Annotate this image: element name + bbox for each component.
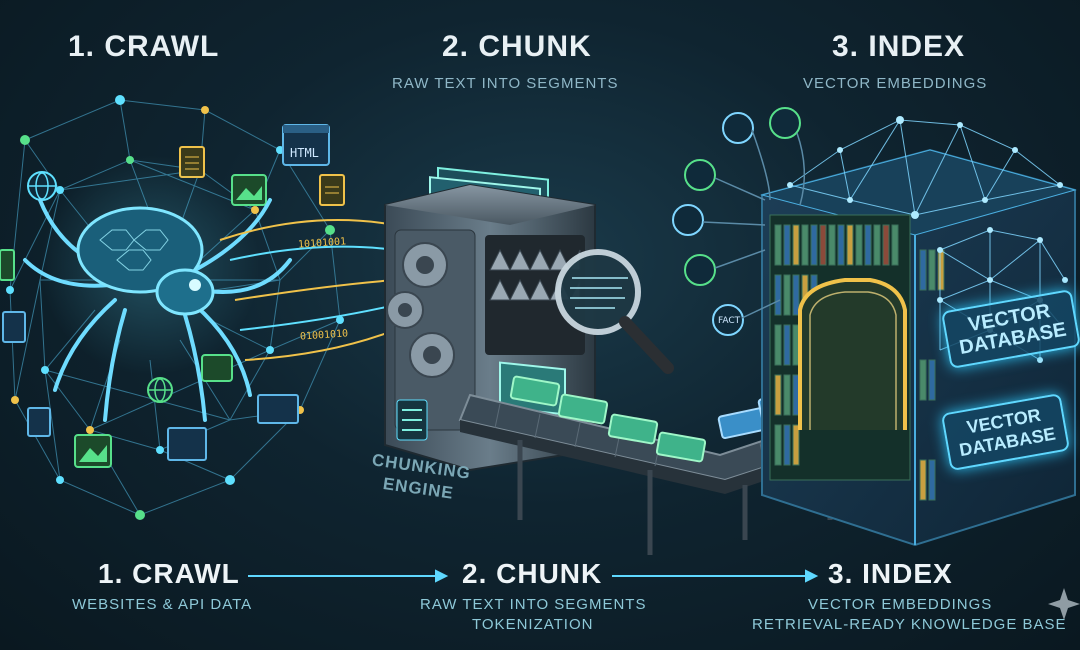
vector-database-cube	[760, 116, 1077, 547]
index-input-icons	[672, 107, 806, 336]
network-nodes	[6, 95, 344, 520]
mesh-nodes	[787, 116, 1068, 363]
bottom-crawl-title: 1. CRAWL	[98, 558, 240, 589]
bottom-chunk-subtitle-1: RAW TEXT INTO SEGMENTS	[420, 596, 647, 613]
crawl-title: 1. CRAWL	[68, 30, 220, 63]
bottom-chunk-title: 2. CHUNK	[462, 558, 603, 589]
data-stream-lines	[219, 219, 396, 361]
bottom-index-subtitle-2: RETRIEVAL-READY KNOWLEDGE BASE	[752, 616, 1067, 633]
chunk-subtitle: RAW TEXT INTO SEGMENTS	[392, 75, 619, 92]
sparkle-icon	[1048, 588, 1080, 620]
magnifier-icon	[555, 249, 674, 374]
globe-icon-2	[147, 377, 173, 403]
document-icon	[2, 146, 345, 461]
flow-arrows	[248, 569, 819, 583]
globe-icon	[27, 171, 57, 201]
html-badge: HTML	[290, 146, 319, 160]
index-title: 3. INDEX	[832, 30, 966, 63]
fact-badge: FACT	[718, 316, 741, 326]
bottom-index-title: 3. INDEX	[828, 558, 953, 589]
bottom-chunk-subtitle-2: TOKENIZATION	[472, 616, 594, 633]
html-document-icon	[282, 124, 330, 166]
index-subtitle: VECTOR EMBEDDINGS	[803, 75, 988, 92]
crawler-spider-icon	[23, 155, 292, 422]
bottom-index-subtitle-1: VECTOR EMBEDDINGS	[808, 596, 993, 613]
gear-icon	[386, 242, 455, 378]
bottom-crawl-subtitle: WEBSITES & API DATA	[72, 596, 253, 613]
chunk-title: 2. CHUNK	[442, 30, 592, 63]
image-icon	[0, 174, 267, 468]
